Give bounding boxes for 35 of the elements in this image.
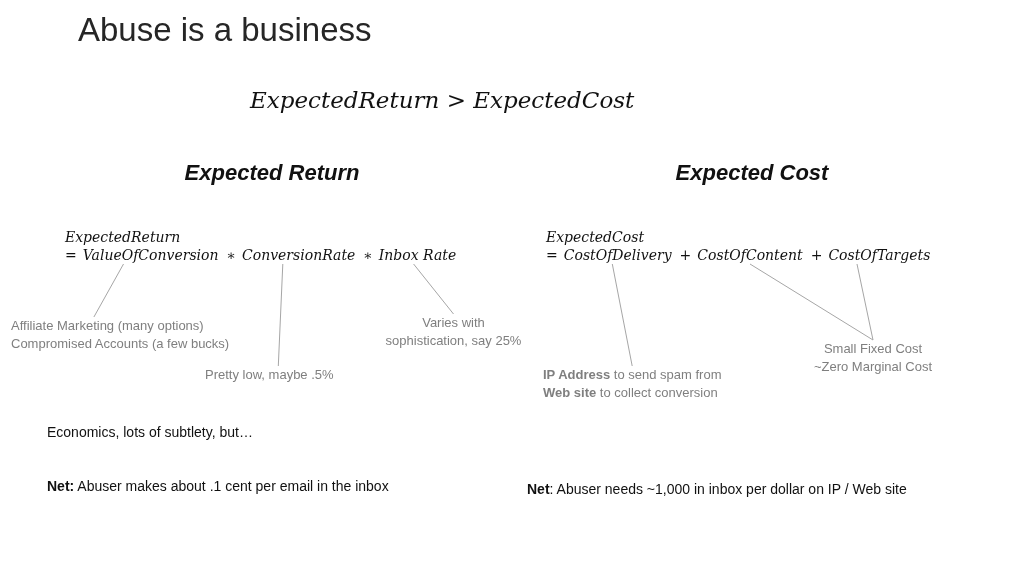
callout-text: Small Fixed Cost	[823, 340, 923, 358]
note-text: Economics, lots of subtlety, but…	[47, 423, 253, 441]
math-operator: =	[546, 246, 558, 264]
leader-line	[277, 263, 284, 367]
section-heading: Expected Cost	[675, 159, 829, 187]
equation-term: CostOfDelivery	[563, 246, 672, 264]
equation-term: CostOfTargets	[828, 246, 931, 264]
inequality-formula: ExpectedReturn > ExpectedCost	[250, 86, 635, 115]
equation-lhs: ExpectedReturn	[65, 228, 181, 246]
equation-lhs: ExpectedCost	[546, 228, 645, 246]
leader-line	[93, 263, 124, 318]
callout-text: Affiliate Marketing (many options)	[11, 317, 204, 335]
equation-term: Inbox Rate	[378, 246, 457, 264]
slide-title: Abuse is a business	[78, 10, 372, 50]
math-operator: +	[810, 246, 823, 264]
leader-line	[856, 263, 874, 341]
math-operator: ∗	[226, 246, 236, 264]
callout-text: IP Address to send spam from	[543, 366, 722, 384]
leader-line	[611, 263, 633, 367]
equation-term: ConversionRate	[242, 246, 356, 264]
math-operator: +	[679, 246, 692, 264]
summary-text: Net: Abuser makes about .1 cent per email in the inbox	[47, 477, 389, 495]
callout-text: Web site to collect conversion	[543, 384, 718, 402]
equation-term: CostOfContent	[697, 246, 803, 264]
callout-text: Pretty low, maybe .5%	[205, 366, 334, 384]
summary-text: Net: Abuser needs ~1,000 in inbox per dollar on IP / Web site	[527, 480, 907, 498]
callout-text: ~Zero Marginal Cost	[813, 358, 933, 376]
section-heading: Expected Return	[184, 159, 360, 187]
leader-line	[413, 263, 454, 315]
math-operator: =	[65, 246, 77, 264]
leader-line	[749, 263, 874, 341]
equation-term: ValueOfConversion	[82, 246, 219, 264]
math-operator: ∗	[363, 246, 373, 264]
callout-text: Varies with sophistication, say 25%	[383, 314, 524, 350]
callout-text: Compromised Accounts (a few bucks)	[11, 335, 230, 353]
